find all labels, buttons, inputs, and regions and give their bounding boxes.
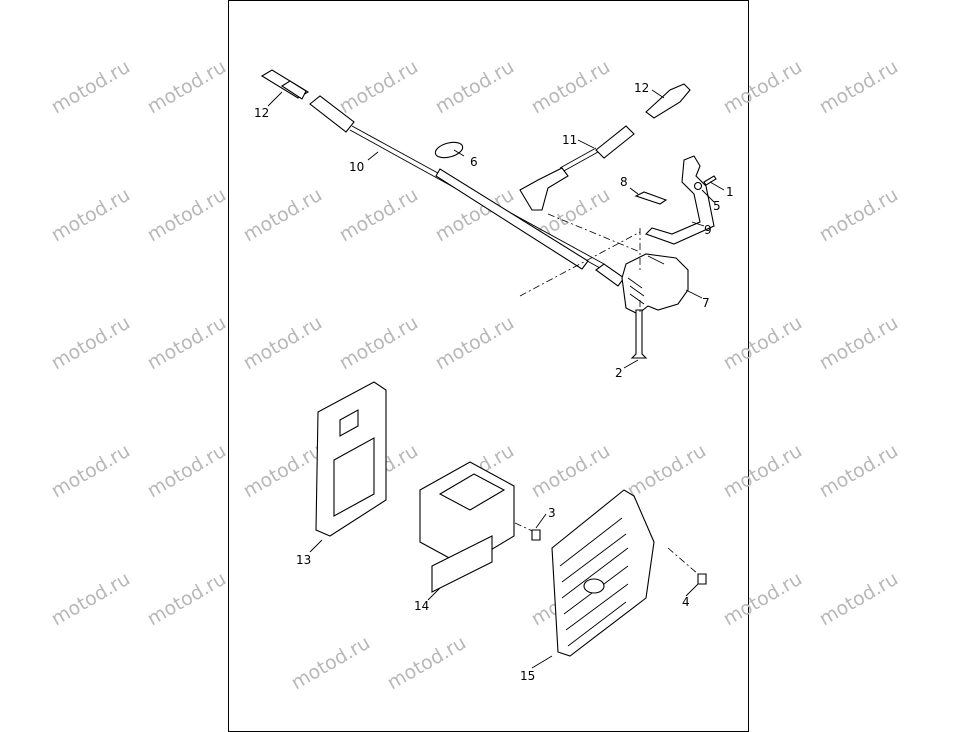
assembly-line <box>519 213 641 312</box>
watermark-text: motod.ru <box>240 312 326 375</box>
watermark-text: motod.ru <box>528 56 614 119</box>
watermark-text: motod.ru <box>240 440 326 503</box>
watermark-text: motod.ru <box>528 440 614 503</box>
part-number-9: 9 <box>704 223 712 237</box>
bracket-9 <box>634 155 717 245</box>
part-number-12: 12 <box>254 106 269 120</box>
watermark-text: motod.ru <box>336 312 422 375</box>
watermark-text: motod.ru <box>816 568 902 631</box>
watermark-text: motod.ru <box>288 632 374 695</box>
watermark-text: motod.ru <box>432 312 518 375</box>
part-number-15: 15 <box>520 669 535 683</box>
part-number-1: 1 <box>726 185 734 199</box>
ignition-lead-11 <box>519 125 635 211</box>
watermark-text: motod.ru <box>816 440 902 503</box>
spark-plug-left <box>260 69 310 100</box>
watermark-text: motod.ru <box>336 184 422 247</box>
part-number-11: 11 <box>562 133 577 147</box>
watermark-text: motod.ru <box>816 312 902 375</box>
part-number-5: 5 <box>713 199 721 213</box>
watermark-text: motod.ru <box>48 440 134 503</box>
watermark-text: motod.ru <box>384 632 470 695</box>
watermark-text: motod.ru <box>240 184 326 247</box>
ignition-lead-10 <box>309 95 625 287</box>
leader-lines <box>267 89 725 669</box>
part-number-7: 7 <box>702 296 710 310</box>
clip-6 <box>434 141 464 159</box>
bolt-2 <box>630 309 648 359</box>
part-number-13: 13 <box>296 553 311 567</box>
watermark-text: motod.ru <box>48 568 134 631</box>
watermark-text: motod.ru <box>432 56 518 119</box>
watermark-text: motod.ru <box>144 56 230 119</box>
ignition-coil-7 <box>621 253 689 315</box>
part-number-2: 2 <box>615 366 623 380</box>
screw-1 <box>703 175 717 186</box>
part-number-4: 4 <box>682 595 690 609</box>
watermark-text: motod.ru <box>144 440 230 503</box>
watermark-text: motod.ru <box>720 440 806 503</box>
part-number-12: 12 <box>634 81 649 95</box>
watermark-text: motod.ru <box>144 184 230 247</box>
watermark-text: motod.ru <box>816 184 902 247</box>
part-number-10: 10 <box>349 160 364 174</box>
screw-4 <box>697 573 707 585</box>
ecu-14 <box>419 461 515 593</box>
plate-8 <box>634 191 668 205</box>
part-number-14: 14 <box>414 599 429 613</box>
watermark-text: motod.ru <box>720 568 806 631</box>
cover-15 <box>551 489 655 657</box>
part-number-3: 3 <box>548 506 556 520</box>
part-number-8: 8 <box>620 175 628 189</box>
watermark-text: motod.ru <box>816 56 902 119</box>
watermark-text: motod.ru <box>720 56 806 119</box>
washer-5 <box>693 181 703 191</box>
watermark-text: motod.ru <box>144 312 230 375</box>
watermark-text: motod.ru <box>48 184 134 247</box>
part-number-6: 6 <box>470 155 478 169</box>
watermark-text: motod.ru <box>624 440 710 503</box>
screw-3 <box>531 529 541 541</box>
watermark-text: motod.ru <box>48 56 134 119</box>
watermark-text: motod.ru <box>144 568 230 631</box>
ecu-13 <box>315 381 387 537</box>
watermark-text: motod.ru <box>720 312 806 375</box>
watermark-text: motod.ru <box>336 56 422 119</box>
spark-plug-right <box>645 83 691 119</box>
watermark-text: motod.ru <box>48 312 134 375</box>
